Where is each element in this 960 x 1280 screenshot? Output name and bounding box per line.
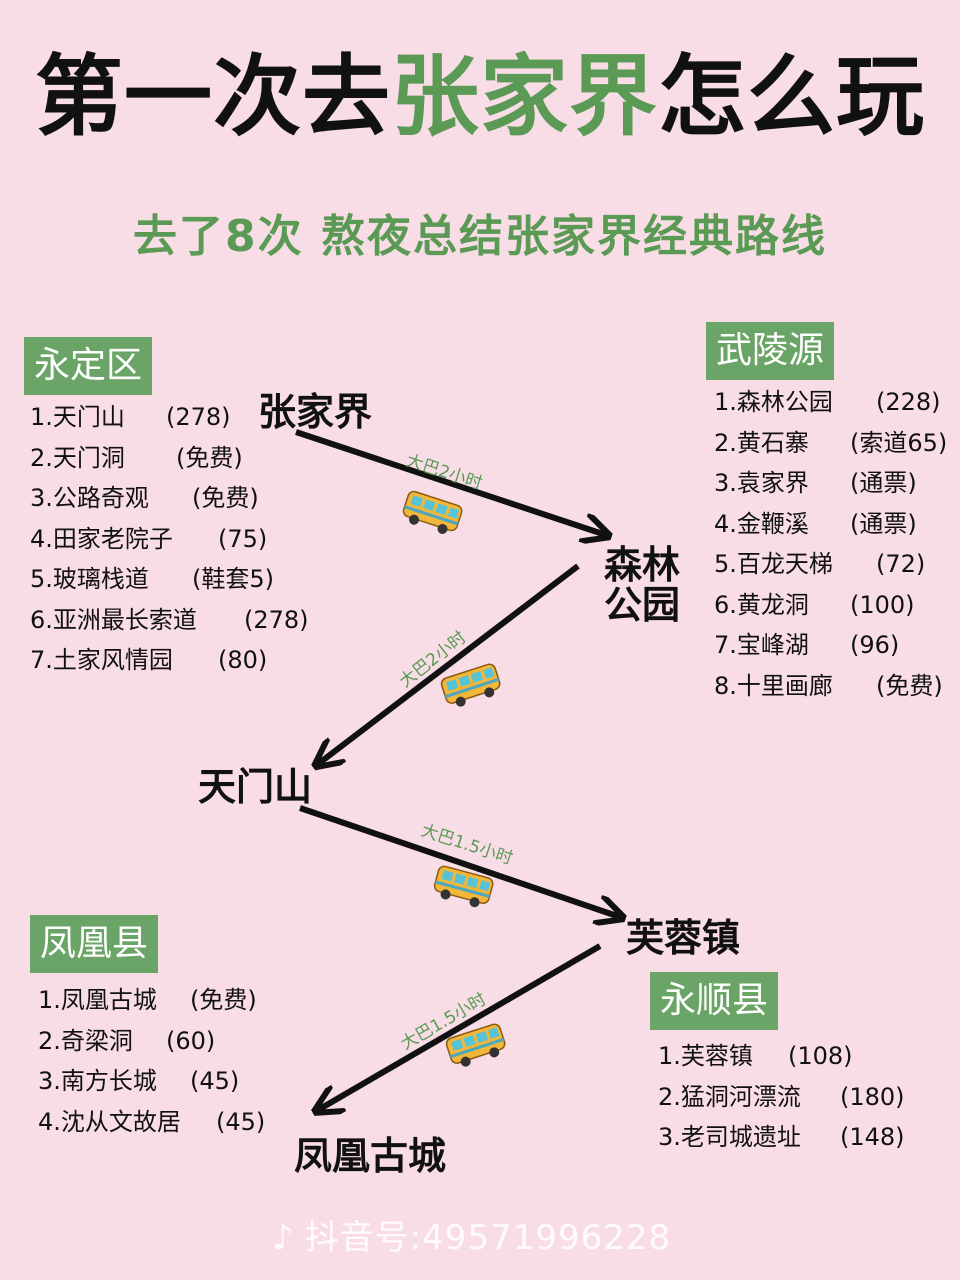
route-arrow-2 [318, 563, 580, 764]
region-yongding-list: 1.天门山 (278) 2.天门洞 (免费) 3.公路奇观 (免费) 4.田家老院子 (… [30, 397, 309, 681]
node-fenghuang-gucheng: 凤凰古城 [294, 1134, 447, 1178]
spot-price: (鞋套5) [192, 565, 274, 593]
region-yongding-label: 永定区 [24, 337, 153, 395]
subtitle: 去了8次 熬夜总结张家界经典路线 [133, 211, 827, 262]
spot-price: (180) [840, 1082, 905, 1111]
spot-name: 6.黄龙洞 [714, 590, 809, 619]
list-item: 3.袁家界 (通票) [714, 463, 917, 504]
list-item: 2.奇梁洞 (60) [38, 1021, 215, 1062]
spot-price: (免费) [176, 443, 243, 472]
node-tianmenshan: 天门山 [198, 765, 313, 809]
title-part1: 第一次去 [34, 45, 391, 148]
spot-price: (免费) [190, 986, 257, 1014]
region-fenghuang-list: 1.凤凰古城 (免费) 2.奇梁洞 (60) 3.南方长城 (45) 4.沈从文故居 (… [38, 980, 265, 1143]
node-furongzhen: 芙蓉镇 [626, 916, 741, 960]
spot-price: (108) [788, 1042, 853, 1070]
list-item: 3.老司城遗址 (148) [658, 1117, 905, 1158]
route-arrow-3 [299, 805, 620, 917]
spot-price: (通票) [850, 469, 917, 497]
spot-name: 3.南方长城 [38, 1067, 157, 1095]
spot-name: 1.芙蓉镇 [658, 1042, 753, 1070]
list-item: 2.天门洞 (免费) [30, 438, 243, 479]
spot-price: (索道65) [850, 428, 948, 457]
list-item: 1.森林公园 (228) [714, 382, 941, 423]
watermark-id: 49571996228 [422, 1218, 672, 1258]
spot-name: 1.森林公园 [714, 388, 833, 416]
list-item: 5.百龙天梯 (72) [714, 544, 925, 585]
spot-name: 3.袁家界 [714, 469, 809, 497]
spot-price: (免费) [192, 484, 259, 512]
list-item: 5.玻璃栈道 (鞋套5) [30, 559, 274, 600]
spot-price: (100) [850, 590, 915, 619]
route-arrow-4 [318, 943, 602, 1110]
region-yongshun-list: 1.芙蓉镇 (108) 2.猛洞河漂流 (180) 3.老司城遗址 (148) [658, 1036, 905, 1158]
spot-name: 3.公路奇观 [30, 484, 149, 512]
spot-name: 5.百龙天梯 [714, 550, 833, 578]
list-item: 2.猛洞河漂流 (180) [658, 1077, 905, 1118]
list-item: 3.公路奇观 (免费) [30, 478, 259, 519]
spot-name: 1.天门山 [30, 403, 125, 431]
spot-price: (72) [876, 550, 926, 578]
list-item: 3.南方长城 (45) [38, 1061, 239, 1102]
title-highlight: 张家界 [390, 45, 658, 148]
spot-price: (96) [850, 631, 900, 659]
spot-price: (228) [876, 388, 941, 416]
region-yongshun-label: 永顺县 [650, 972, 779, 1030]
watermark-label: 抖音号: [304, 1218, 423, 1258]
region-fenghuang-label: 凤凰县 [30, 915, 159, 973]
region-wulingyuan-list: 1.森林公园 (228) 2.黄石寨 (索道65) 3.袁家界 (通票) 4.金鞭溪 (… [714, 382, 947, 707]
spot-name: 4.金鞭溪 [714, 509, 809, 538]
list-item: 7.土家风情园 (80) [30, 640, 267, 681]
spot-price: (通票) [850, 509, 917, 538]
list-item: 6.黄龙洞 (100) [714, 585, 915, 626]
spot-price: (148) [840, 1123, 905, 1151]
list-item: 1.芙蓉镇 (108) [658, 1036, 853, 1077]
list-item: 7.宝峰湖 (96) [714, 625, 899, 666]
title-part2: 怎么玩 [658, 45, 926, 148]
node-zhangjiajie: 张家界 [258, 390, 373, 434]
spot-name: 4.沈从文故居 [38, 1107, 181, 1136]
list-item: 4.田家老院子 (75) [30, 519, 267, 560]
spot-name: 7.土家风情园 [30, 646, 173, 674]
list-item: 1.天门山 (278) [30, 397, 231, 438]
watermark: ♪抖音号:49571996228 [272, 1210, 671, 1259]
list-item: 2.黄石寨 (索道65) [714, 423, 947, 464]
spot-price: (278) [166, 403, 231, 431]
spot-name: 4.田家老院子 [30, 524, 173, 553]
spot-price: (45) [190, 1067, 240, 1095]
list-item: 4.沈从文故居 (45) [38, 1102, 265, 1143]
route-arrow-1 [295, 429, 606, 535]
list-item: 4.金鞭溪 (通票) [714, 504, 917, 545]
list-item: 1.凤凰古城 (免费) [38, 980, 257, 1021]
spot-name: 2.黄石寨 [714, 428, 809, 457]
node-senlin-gongyuan: 森林公园 [603, 543, 680, 627]
spot-price: (免费) [876, 671, 943, 700]
spot-name: 2.天门洞 [30, 443, 125, 472]
spot-price: (75) [218, 524, 268, 553]
list-item: 6.亚洲最长索道 (278) [30, 600, 309, 641]
spot-price: (45) [216, 1107, 266, 1136]
route-label-1: 大巴2小时 [403, 451, 484, 494]
spot-price: (60) [166, 1026, 216, 1055]
spot-name: 5.玻璃栈道 [30, 565, 149, 593]
spot-name: 7.宝峰湖 [714, 631, 809, 659]
bus-icon [439, 661, 504, 712]
spot-price: (80) [218, 646, 268, 674]
spot-name: 2.猛洞河漂流 [658, 1082, 801, 1111]
bus-icon [399, 489, 465, 539]
spot-name: 1.凤凰古城 [38, 986, 157, 1014]
page-title: 第一次去张家界怎么玩 [0, 42, 960, 152]
region-wulingyuan-label: 武陵源 [706, 322, 835, 380]
spot-name: 8.十里画廊 [714, 671, 833, 700]
spot-name: 2.奇梁洞 [38, 1026, 133, 1055]
spot-name: 6.亚洲最长索道 [30, 605, 197, 634]
list-item: 8.十里画廊 (免费) [714, 666, 943, 707]
spot-price: (278) [244, 605, 309, 634]
spot-name: 3.老司城遗址 [658, 1123, 801, 1151]
tiktok-icon: ♪ [272, 1218, 295, 1258]
